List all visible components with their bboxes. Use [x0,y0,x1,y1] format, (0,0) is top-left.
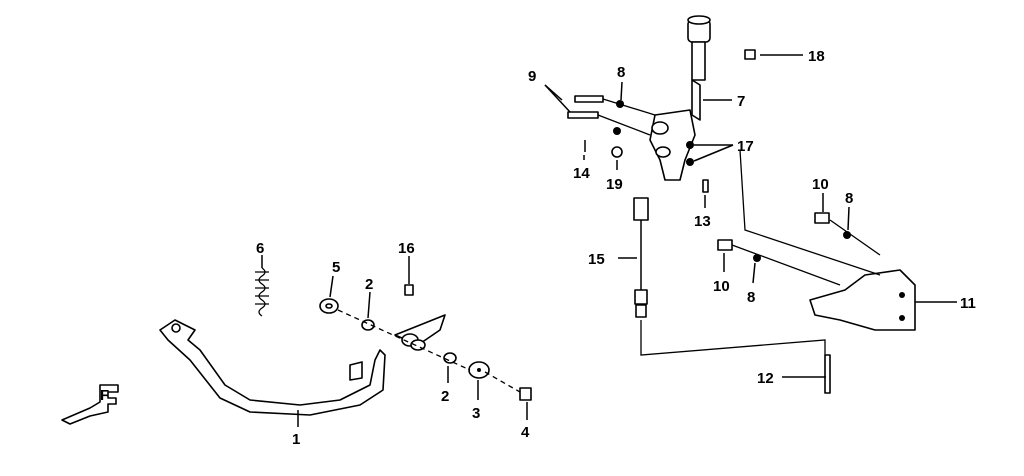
callout-10: 10 [812,176,829,193]
callout-11: 11 [960,295,976,312]
callout-8b: 8 [845,190,853,207]
callout-7: 7 [737,93,745,110]
callout-2b: 2 [441,388,449,405]
nut-part-19 [611,146,623,158]
master-cylinder-body [649,109,696,181]
bolts-part-10 [717,212,830,251]
bolt-part-18 [744,49,756,60]
callout-17: 17 [737,138,754,155]
front-direction-icon: F [61,384,119,425]
pin-part-13 [702,179,709,193]
callout-6: 6 [256,240,264,257]
bracket-part-11 [809,269,916,331]
callout-5: 5 [332,259,340,276]
callout-18: 18 [808,48,825,65]
reservoir-part-7 [687,15,711,121]
callout-2a: 2 [365,276,373,293]
brake-pedal-part-1 [159,314,446,416]
callouts: 18 9 8 7 17 14 19 13 10 8 15 10 8 11 12 … [256,48,976,448]
pushrod-part-15 [633,197,649,318]
oring-part-2b [443,352,457,364]
callout-8c: 8 [747,289,755,306]
bolt-part-4 [519,387,532,401]
grease-nipple-part-16 [404,284,414,296]
pin-part-12 [824,354,831,394]
callout-3: 3 [472,405,480,422]
callout-19: 19 [606,176,623,193]
seals-part-17 [686,141,694,166]
callout-15: 15 [588,251,605,268]
spring-part-6 [255,267,269,317]
bolts-part-9 [567,95,604,119]
callout-9: 9 [528,68,536,85]
front-marker-label: F [100,387,109,404]
callout-14: 14 [573,165,590,182]
washer-part-5 [319,298,339,314]
washer-part-3 [468,361,490,379]
callout-10b: 10 [713,278,730,295]
callout-8: 8 [617,64,625,81]
callout-1: 1 [292,431,300,448]
callout-16: 16 [398,240,415,257]
callout-13: 13 [694,213,711,230]
callout-4: 4 [521,424,530,441]
washers-part-8b [753,231,851,262]
callout-12: 12 [757,370,774,387]
